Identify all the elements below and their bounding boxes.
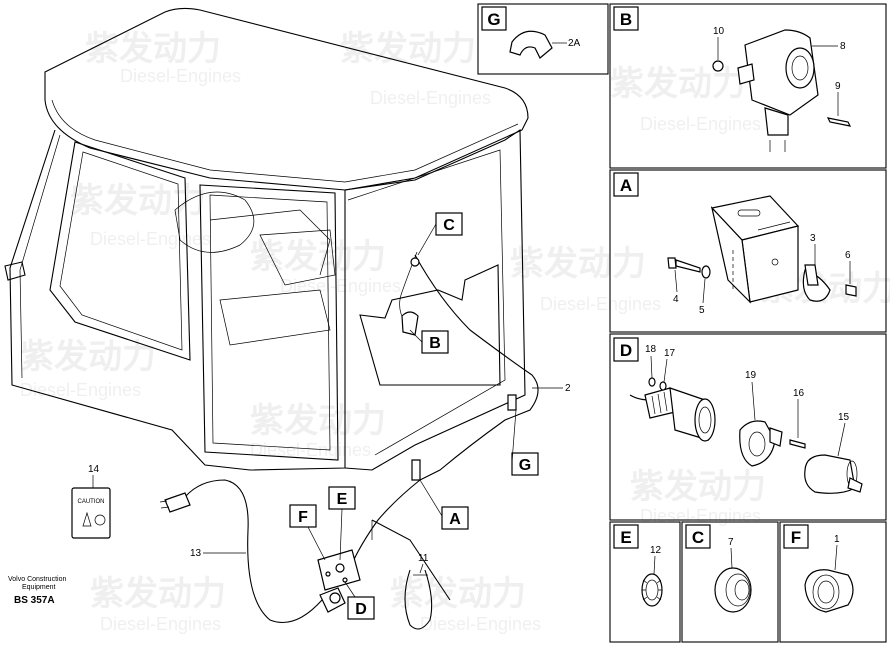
panel-B-letter: B (620, 10, 632, 29)
watermark-en-3: Diesel-Engines (640, 114, 761, 134)
label-19: 19 (745, 370, 757, 381)
label-9: 9 (835, 81, 841, 92)
watermark-en-5: Diesel-Engines (280, 276, 401, 296)
label-1: 1 (834, 534, 840, 545)
label-14: 14 (88, 464, 100, 475)
detail-panel-A: A 3 6 4 5 (609, 169, 887, 333)
caution-text: CAUTION (78, 499, 105, 505)
watermark-en-9: Diesel-Engines (250, 440, 371, 460)
label-13: 13 (190, 548, 202, 559)
watermark-cn-9: 紫发动力 (250, 402, 386, 440)
detail-panel-G: G 2A (477, 3, 609, 75)
watermark-en-4: Diesel-Engines (90, 229, 211, 249)
watermark-cn-2: 紫发动力 (340, 30, 476, 68)
cable-tie-11 (371, 519, 451, 630)
watermark-en-6: Diesel-Engines (540, 294, 661, 314)
label-18: 18 (645, 344, 657, 355)
watermark-cn-12: 紫发动力 (390, 575, 526, 613)
label-6: 6 (845, 250, 851, 261)
label-17: 17 (664, 348, 676, 359)
watermark-en-10: Diesel-Engines (640, 506, 761, 526)
footer-company-line1: Volvo Construction (8, 576, 66, 583)
label-11: 11 (418, 553, 429, 564)
label-12: 12 (650, 545, 662, 556)
detail-panel-E: E 12 (609, 521, 681, 643)
watermark-cn-8: 紫发动力 (20, 338, 156, 376)
label-10: 10 (713, 26, 725, 37)
watermark-cn-6: 紫发动力 (510, 245, 646, 283)
callout-C: C (443, 217, 455, 234)
callout-D: D (355, 601, 367, 618)
callout-A: A (449, 511, 461, 528)
watermark-en-11: Diesel-Engines (100, 614, 221, 634)
callout-boxes: C B G A F E D (289, 212, 539, 620)
panel-E-letter: E (620, 528, 631, 547)
socket-panel (317, 549, 361, 591)
cab-illustration (4, 7, 529, 471)
panel-C-letter: C (692, 528, 704, 547)
footer-company-line2: Equipment (22, 584, 56, 591)
label-2: 2 (565, 383, 571, 394)
label-4: 4 (673, 294, 679, 305)
callout-F: F (298, 509, 308, 526)
callout-E: E (337, 491, 348, 508)
footer-code: BS 357A (14, 595, 55, 606)
watermark-cn-1: 紫发动力 (85, 30, 221, 68)
watermark-en-2: Diesel-Engines (370, 88, 491, 108)
watermark-en-12: Diesel-Engines (420, 614, 541, 634)
detail-panel-B: B 8 10 9 (609, 3, 887, 169)
panel-D-letter: D (620, 341, 632, 360)
cable-13 (159, 479, 346, 624)
label-3: 3 (810, 233, 816, 244)
main-labels: 2 14 13 11 (88, 383, 571, 574)
label-2A: 2A (568, 38, 581, 49)
label-15: 15 (838, 412, 850, 423)
watermark-en-1: Diesel-Engines (120, 66, 241, 86)
caution-decal-14: CAUTION (71, 487, 111, 539)
panel-A-letter: A (620, 176, 632, 195)
panel-G-letter: G (487, 10, 500, 29)
watermark-cn-4: 紫发动力 (70, 182, 206, 220)
watermark-en-8: Diesel-Engines (20, 380, 141, 400)
watermark-cn-3: 紫发动力 (610, 65, 746, 103)
label-16: 16 (793, 388, 805, 399)
detail-panel-F: F 1 (779, 521, 887, 643)
label-8: 8 (840, 41, 846, 52)
panel-F-letter: F (791, 528, 801, 547)
footer: Volvo Construction Equipment BS 357A (8, 576, 66, 606)
label-5: 5 (699, 305, 705, 316)
detail-panel-C: C 7 (681, 521, 779, 643)
label-7: 7 (728, 537, 734, 548)
watermark-cn-5: 紫发动力 (250, 238, 386, 276)
watermark-cn-11: 紫发动力 (90, 575, 226, 613)
detail-panel-D: D 18 17 19 16 15 (609, 333, 887, 521)
callout-G: G (519, 457, 531, 474)
callout-B: B (429, 335, 441, 352)
watermark-cn-10: 紫发动力 (630, 468, 766, 506)
